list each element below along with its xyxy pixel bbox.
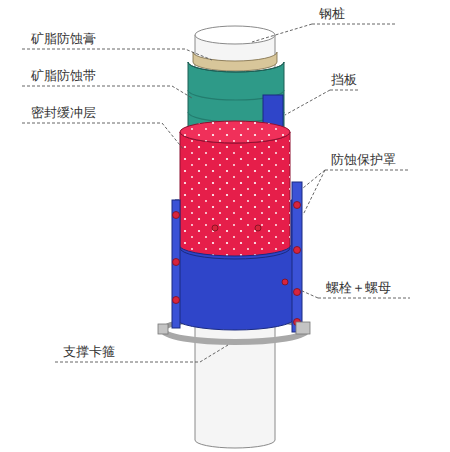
part-label: 矿脂防蚀带 (30, 68, 97, 84)
support-clamp (163, 330, 307, 342)
part-label: 挡板 (330, 72, 358, 88)
petrolatum-paste (193, 52, 277, 71)
sealing-buffer-layer (180, 132, 290, 261)
protective-cover (175, 200, 295, 330)
pile-top (195, 26, 275, 44)
part-label: 防蚀保护罩 (330, 152, 397, 168)
cover-flange (292, 182, 302, 332)
part-label: 支撑卡箍 (62, 344, 116, 360)
bolt-nut (173, 202, 301, 326)
leader-line (22, 24, 410, 362)
part-label: 矿脂防蚀膏 (30, 31, 97, 47)
part-label: 密封缓冲层 (30, 105, 97, 121)
part-label: 钢桩 (318, 6, 346, 22)
cover-flange (172, 200, 180, 328)
part-label: 螺栓＋螺母 (325, 280, 392, 296)
